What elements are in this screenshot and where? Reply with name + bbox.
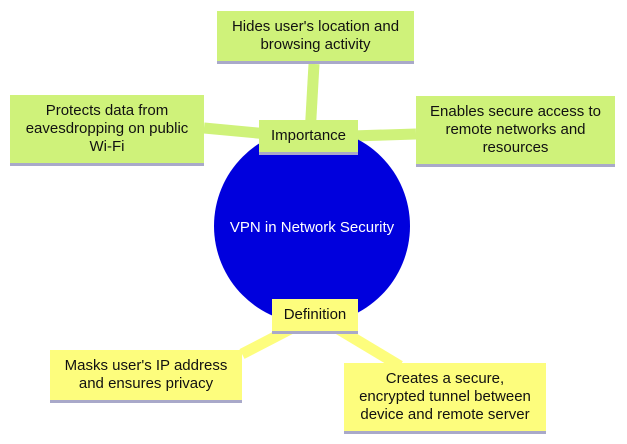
node-masks-ip: Masks user's IP address and ensures priv… [50, 350, 242, 403]
definition-node: Definition [272, 299, 358, 334]
importance-node: Importance [259, 120, 358, 155]
node-secure-remote-access: Enables secure access to remote networks… [416, 96, 615, 167]
node-hides-location: Hides user's location and browsing activ… [217, 11, 414, 64]
center-node-circle [214, 128, 410, 324]
node-encrypted-tunnel: Creates a secure, encrypted tunnel betwe… [344, 363, 546, 434]
node-protects-eavesdropping: Protects data from eavesdropping on publ… [10, 95, 204, 166]
center-node-label: VPN in Network Security [229, 218, 395, 236]
